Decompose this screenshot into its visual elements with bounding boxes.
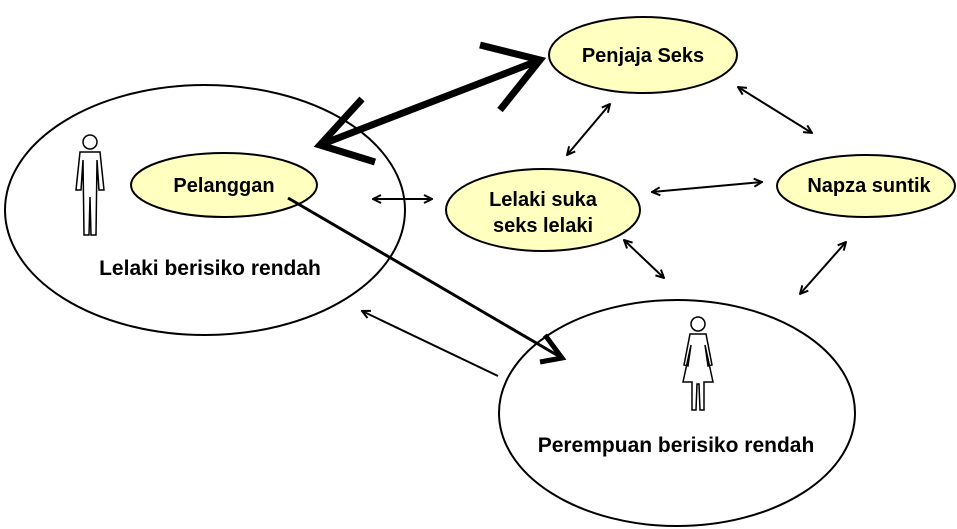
arrow-penjaja-napza bbox=[738, 87, 812, 133]
label-men-group: Lelaki berisiko rendah bbox=[99, 257, 321, 280]
arrow-men-penjaja-thick bbox=[313, 41, 547, 166]
women-group-ellipse bbox=[498, 299, 856, 527]
arrow-women-to-men bbox=[362, 311, 499, 377]
arrow-lsl-penjaja bbox=[567, 104, 610, 155]
label-napza-suntik: Napza suntik bbox=[807, 175, 931, 197]
label-penjaja-seks: Penjaja Seks bbox=[582, 45, 704, 67]
label-lsl-line1: Lelaki suka bbox=[489, 189, 598, 211]
arrow-lsl-women bbox=[624, 240, 664, 278]
arrow-lsl-napza bbox=[652, 182, 762, 192]
female-person-icon bbox=[682, 316, 714, 411]
node-napza-suntik bbox=[776, 154, 956, 218]
male-person-icon bbox=[75, 134, 105, 236]
arrow-napza-women bbox=[800, 242, 846, 294]
label-women-group: Perempuan berisiko rendah bbox=[538, 434, 815, 457]
node-lelaki-suka-seks-lelaki bbox=[445, 168, 641, 252]
node-pelanggan bbox=[130, 152, 318, 218]
node-penjaja-seks bbox=[548, 16, 738, 94]
label-lsl-line2: seks lelaki bbox=[493, 215, 593, 237]
label-pelanggan: Pelanggan bbox=[173, 175, 274, 197]
arrow-pelanggan-to-women bbox=[287, 196, 567, 365]
